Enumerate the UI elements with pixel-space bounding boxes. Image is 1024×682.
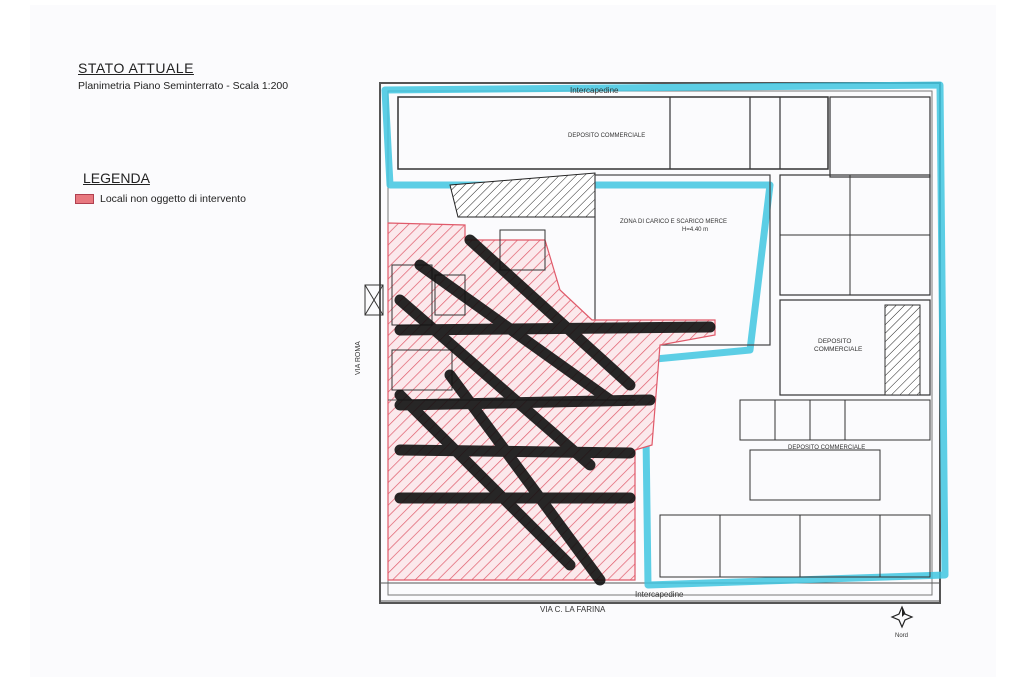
room-loading: [594, 174, 771, 346]
north-arrow-icon: [890, 605, 914, 629]
drawing-subtitle: Planimetria Piano Seminterrato - Scala 1…: [78, 80, 289, 92]
room-right-deposit: [779, 299, 931, 396]
street-bottom-label: VIA C. LA FARINA: [540, 605, 606, 614]
room-bottom-right-row: [739, 399, 931, 441]
drawing-title: STATO ATTUALE: [78, 60, 194, 76]
intercapedine-top-label: Intercapedine: [570, 86, 619, 95]
room-top-right: [829, 96, 931, 178]
room-loading-height-label: H=4.40 m: [682, 227, 708, 233]
street-left-label: VIA ROMA: [355, 341, 362, 375]
stair-right: [884, 304, 921, 396]
ramp: [449, 172, 596, 218]
legend-item-label: Locali non oggetto di intervento: [100, 193, 246, 205]
intercapedine-bottom-label: Intercapedine: [635, 590, 684, 599]
north-label: Nord: [895, 633, 908, 639]
cross-out-marks: [394, 234, 716, 586]
room-top-deposit: [397, 96, 829, 170]
legend-title: LEGENDA: [83, 170, 150, 186]
room-bottom-right-lower: [659, 514, 931, 578]
room-right-label-2: COMMERCIALE: [814, 346, 863, 353]
room-top-label: DEPOSITO COMMERCIALE: [568, 133, 645, 139]
entrance: [364, 284, 384, 316]
room-bottom-right-label: DEPOSITO COMMERCIALE: [788, 445, 865, 451]
legend-swatch: [75, 194, 94, 204]
room-bottom-right-deposit: [749, 449, 881, 501]
legend-item: Locali non oggetto di intervento: [75, 193, 246, 205]
room-right-label: DEPOSITO: [818, 338, 851, 345]
floor-plan: Intercapedine Intercapedine VIA C. LA FA…: [355, 81, 949, 639]
room-loading-label: ZONA DI CARICO E SCARICO MERCE: [620, 219, 727, 225]
